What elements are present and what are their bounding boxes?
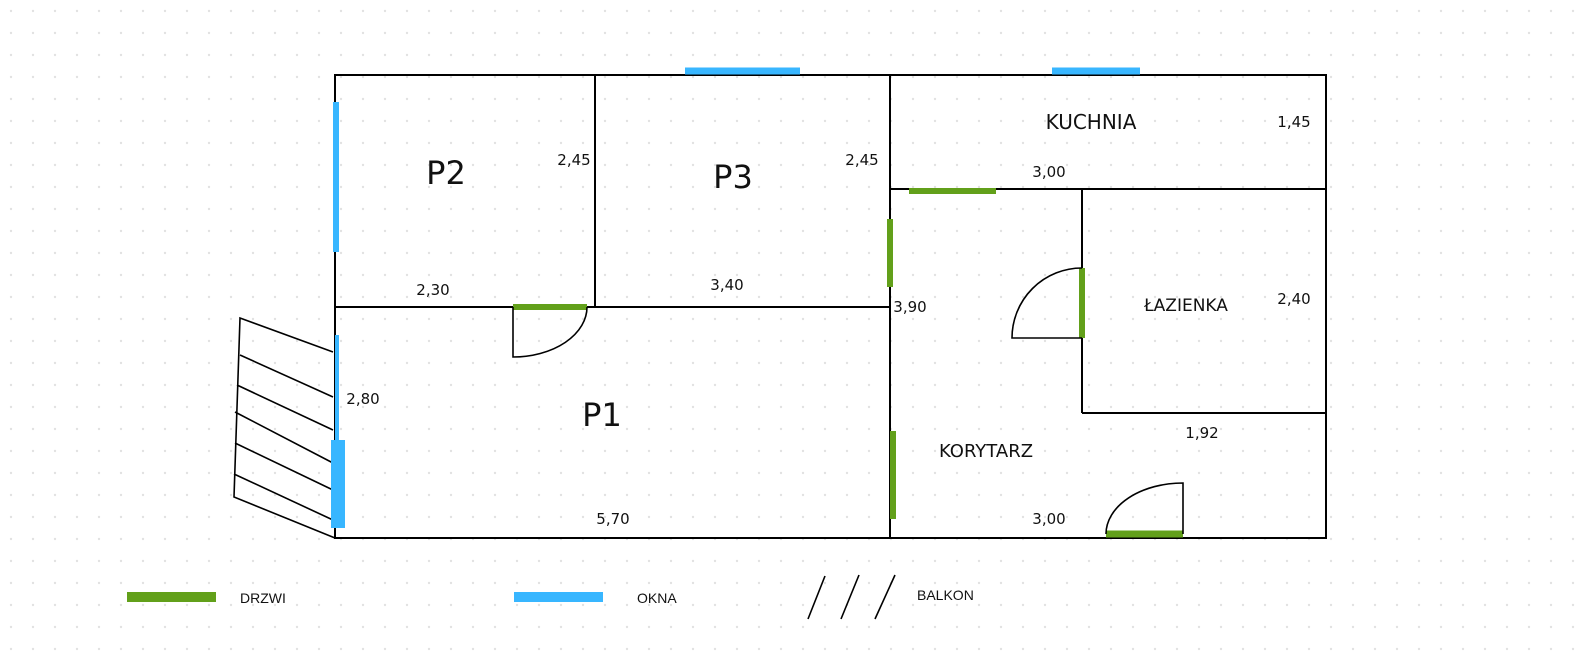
dim-p2-height: 2,45	[557, 151, 590, 169]
legend-window-label: OKNA	[637, 590, 677, 606]
balcony	[233, 316, 336, 539]
dim-kitchen-height: 1,45	[1277, 113, 1310, 131]
legend-door-label: DRZWI	[240, 590, 286, 606]
doors	[512, 188, 1184, 538]
dim-p1-width: 5,70	[596, 510, 629, 528]
room-label-kitchen: KUCHNIA	[1046, 110, 1137, 134]
dim-corridor-height: 3,90	[893, 298, 926, 316]
room-label-bathroom: ŁAZIENKA	[1143, 296, 1228, 316]
legend-balcony-label: BALKON	[917, 587, 974, 603]
room-label-p3: P3	[713, 158, 753, 196]
dim-p3-width: 3,40	[710, 276, 743, 294]
dim-corridor-width: 3,00	[1032, 510, 1065, 528]
dim-p2-width: 2,30	[416, 281, 449, 299]
dim-bathroom-height: 2,40	[1277, 290, 1310, 308]
dim-kitchen-width: 3,00	[1032, 163, 1065, 181]
legend: DRZWI OKNA BALKON	[127, 574, 974, 620]
windows	[331, 67, 1140, 528]
room-label-corridor: KORYTARZ	[939, 441, 1033, 462]
dim-p3-height: 2,45	[845, 151, 878, 169]
room-label-p2: P2	[426, 154, 466, 192]
dim-p1-height: 2,80	[346, 390, 379, 408]
legend-balcony-swatch	[807, 574, 896, 620]
room-label-p1: P1	[582, 396, 622, 434]
dim-bathroom-width: 1,92	[1185, 424, 1218, 442]
